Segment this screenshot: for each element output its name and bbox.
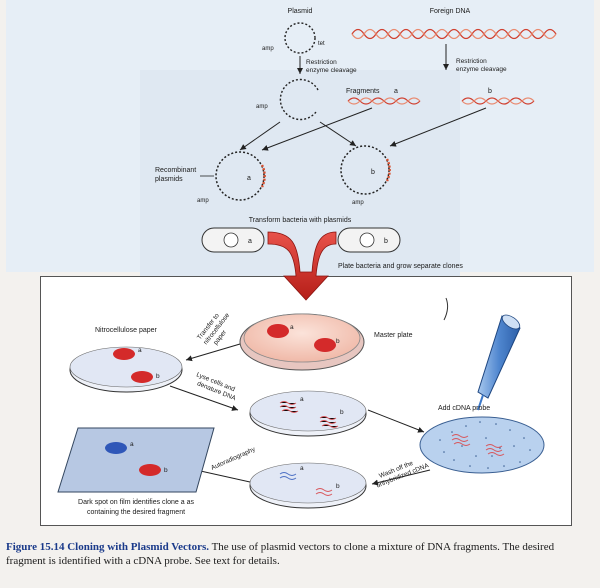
pencil-mark xyxy=(443,297,449,321)
bacterium-b-letter: b xyxy=(384,238,388,245)
nitrocellulose-disc: a b xyxy=(69,346,183,393)
washed-b-letter: b xyxy=(336,483,340,490)
recombinant-plasmid-b: b xyxy=(340,145,391,195)
nitro-colony-b-letter: b xyxy=(156,373,160,380)
lysed-a-letter: a xyxy=(300,396,304,403)
master-colony-a xyxy=(267,324,289,338)
plasmid-label: Plasmid xyxy=(288,8,313,15)
bacterium-a: a xyxy=(201,227,265,253)
bacterium-b: b xyxy=(337,227,401,253)
lyse-label-group: Lyse cells and denature DNA xyxy=(195,371,237,402)
bacterium-a-letter: a xyxy=(248,238,252,245)
film-dark-spot-a xyxy=(105,442,127,454)
master-plate: a b xyxy=(239,313,365,371)
washed-dna-b xyxy=(315,488,333,496)
top-panel-shade xyxy=(140,70,460,280)
probe-dna-b xyxy=(485,444,505,456)
add-probe-label: Add cDNA probe xyxy=(438,405,490,412)
lysed-disc: a b xyxy=(249,390,367,437)
master-plate-label: Master plate xyxy=(374,332,413,339)
caption-figure-number: Figure 15.14 xyxy=(6,541,65,553)
arrow-to-recombinant-b-2 xyxy=(389,107,487,147)
caption-text: The use of plasmid vectors to clone a mi… xyxy=(6,541,555,567)
wash-arrow xyxy=(371,469,431,486)
restriction-left-line2: enzyme cleavage xyxy=(306,67,357,74)
fragment-a-helix-strand2 xyxy=(347,97,421,105)
dark-spot-line2: containing the desired fragment xyxy=(87,509,185,516)
fragments-label: Fragments xyxy=(346,88,380,95)
probe-disc xyxy=(419,416,545,474)
probe-dna-a xyxy=(451,434,471,446)
recombinant-b-letter: b xyxy=(371,169,375,176)
amp-label-recombinant-a: amp xyxy=(197,198,209,204)
washed-disc: a b xyxy=(249,462,367,509)
tet-label-top: tet xyxy=(318,41,325,47)
recombinant-a-letter: a xyxy=(247,175,251,182)
caption-title: Cloning with Plasmid Vectors. xyxy=(67,541,210,553)
film-b-letter: b xyxy=(164,467,168,474)
recombinant-label-line1: Recombinant xyxy=(155,167,196,174)
washed-a-letter: a xyxy=(300,465,304,472)
xray-film: a b xyxy=(57,427,215,493)
master-colony-b xyxy=(314,338,336,352)
transfer-label-group: Transfer to nitrocellulose paper xyxy=(196,312,231,347)
fragment-a-label: a xyxy=(394,88,398,95)
to-probe-arrow xyxy=(367,409,425,433)
amp-label-cut: amp xyxy=(256,104,268,110)
washed-dna-a xyxy=(279,472,297,480)
probe-speckles xyxy=(439,421,531,469)
arrow-to-recombinant-a-2 xyxy=(261,107,373,151)
cut-plasmid xyxy=(279,78,319,121)
recombinant-label-line2: plasmids xyxy=(155,176,183,183)
autorad-label: Autoradiography xyxy=(210,446,257,472)
lysed-dna-b xyxy=(319,416,339,428)
dark-spot-line1: Dark spot on film identifies clone a as xyxy=(78,499,194,506)
restriction-left-line1: Restriction xyxy=(306,59,337,66)
restriction-right-line1: Restriction xyxy=(456,58,487,65)
lysed-dna-a xyxy=(279,401,299,413)
foreign-dna-helix xyxy=(351,28,557,40)
probe-tube xyxy=(477,314,521,411)
plasmid-circle xyxy=(284,22,316,54)
autorad-arrow xyxy=(195,468,251,483)
merge-arrow xyxy=(267,231,337,301)
master-colony-a-letter: a xyxy=(290,324,294,331)
lysed-b-letter: b xyxy=(340,409,344,416)
recombinant-plasmid-a: a xyxy=(215,151,266,201)
nitro-colony-b xyxy=(131,371,153,383)
figure-caption: Figure 15.14 Cloning with Plasmid Vector… xyxy=(6,540,594,568)
nitro-colony-a xyxy=(113,348,135,360)
lyse-arrow xyxy=(169,385,239,411)
master-colony-b-letter: b xyxy=(336,338,340,345)
nitro-colony-a-letter: a xyxy=(138,347,142,354)
nitrocellulose-label: Nitrocellulose paper xyxy=(95,327,158,334)
transfer-arrow xyxy=(185,343,241,362)
film-a-letter: a xyxy=(130,441,134,448)
amp-label-top: amp xyxy=(262,46,274,52)
amp-label-recombinant-b: amp xyxy=(352,200,364,206)
arrow-to-recombinant-a-1 xyxy=(239,121,281,151)
fragment-b-label: b xyxy=(488,88,492,95)
transform-label: Transform bacteria with plasmids xyxy=(249,217,352,224)
fragment-b-helix-strand2 xyxy=(461,97,535,105)
autorad-label-group: Autoradiography xyxy=(210,446,257,472)
restriction-right-line2: enzyme cleavage xyxy=(456,66,507,73)
film-spot-b xyxy=(139,464,161,476)
plate-grow-label: Plate bacteria and grow separate clones xyxy=(338,263,463,270)
foreign-dna-label: Foreign DNA xyxy=(430,8,471,15)
